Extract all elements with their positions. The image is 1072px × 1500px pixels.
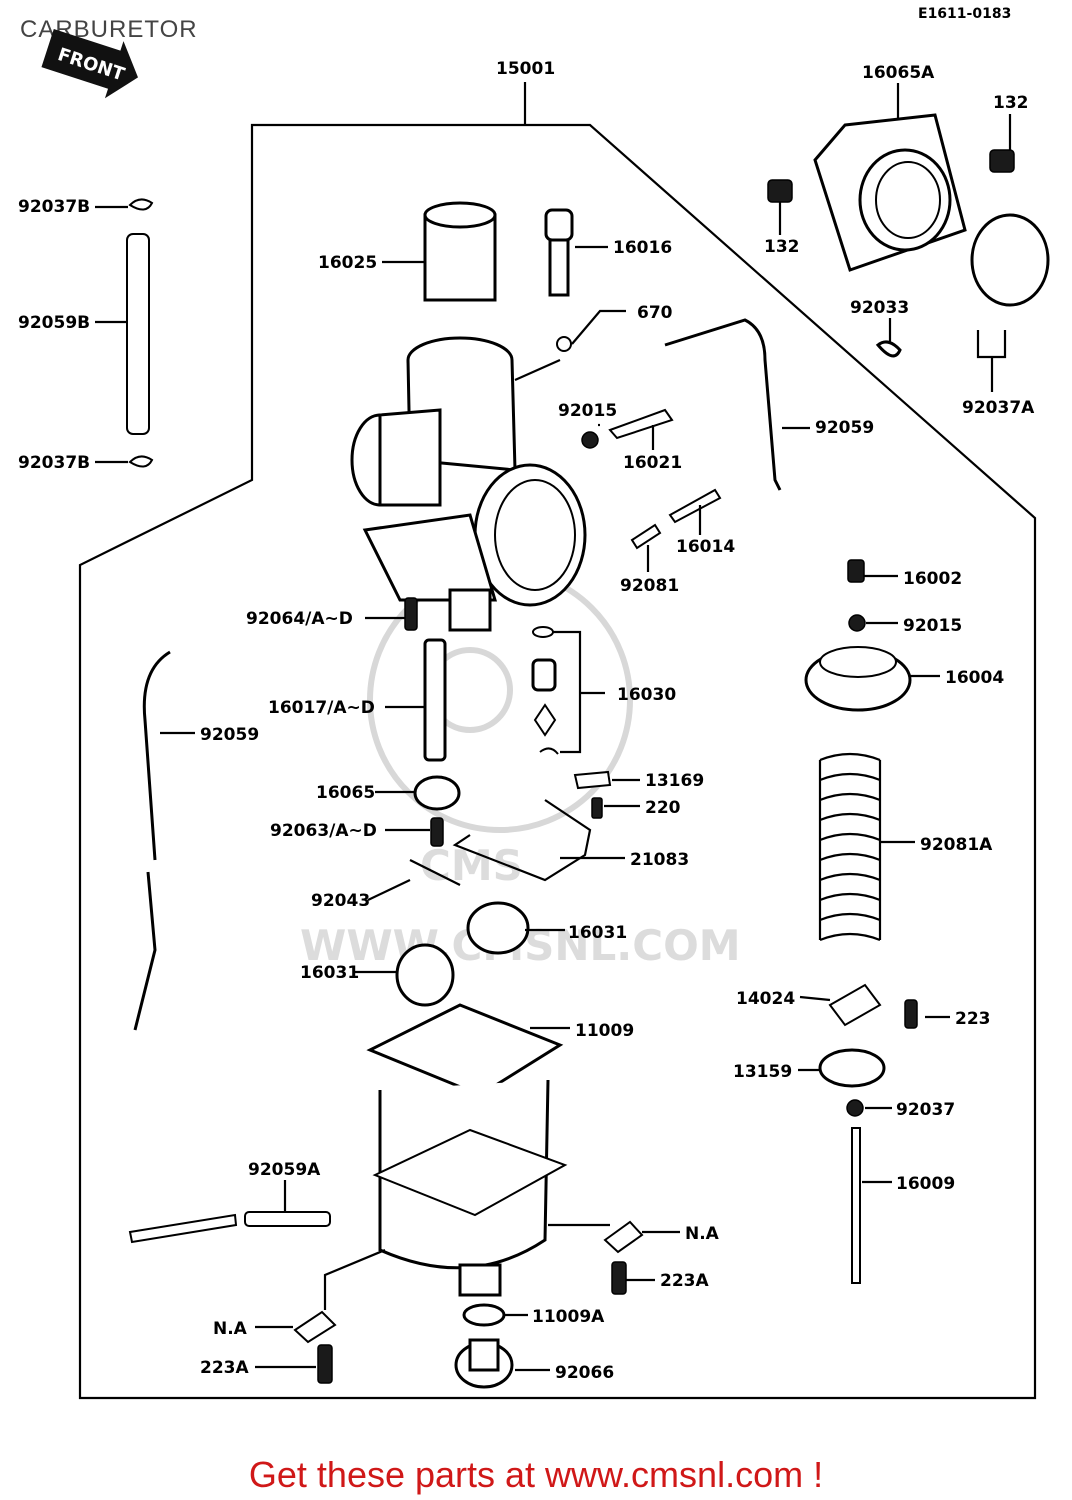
callout-92015-lower: 92015 xyxy=(903,616,962,636)
air-screw-16021 xyxy=(581,408,674,450)
callout-21083: 21083 xyxy=(630,850,689,870)
callout-223a-left: 223A xyxy=(200,1358,249,1378)
footer-suffix: ! xyxy=(803,1454,824,1495)
callout-16065: 16065 xyxy=(316,783,375,803)
callout-92059-lower: 92059 xyxy=(200,725,259,745)
callout-92037: 92037 xyxy=(896,1100,955,1120)
throttle-slide-16025 xyxy=(382,201,497,302)
callout-16065a: 16065A xyxy=(862,63,935,83)
hose-92059-lower xyxy=(133,650,195,1031)
clamp-92037a xyxy=(875,213,1050,392)
callout-16016: 16016 xyxy=(613,238,672,258)
callout-92081a: 92081A xyxy=(920,835,993,855)
float-arm-21083 xyxy=(452,770,640,882)
float-bowl-11009 xyxy=(366,1003,570,1297)
callout-92043: 92043 xyxy=(311,891,370,911)
float-valve-16030 xyxy=(531,626,605,755)
callout-92064: 92064/A~D xyxy=(246,609,353,629)
callout-92033: 92033 xyxy=(850,298,909,318)
drain-bracket-left xyxy=(255,1248,386,1384)
footer-prefix: Get these parts at xyxy=(248,1454,546,1495)
callout-92015-upper: 92015 xyxy=(558,401,617,421)
callout-92059a: 92059A xyxy=(248,1160,321,1180)
callout-16014: 16014 xyxy=(676,537,735,557)
callout-14024: 14024 xyxy=(736,989,795,1009)
callout-16030: 16030 xyxy=(617,685,676,705)
callout-16031-right: 16031 xyxy=(568,923,627,943)
callout-11009: 11009 xyxy=(575,1021,634,1041)
callout-220: 220 xyxy=(645,798,681,818)
top-cap-16004 xyxy=(804,559,940,712)
callout-92037b-top: 92037B xyxy=(18,197,90,217)
intake-flange-16065a xyxy=(767,83,1015,272)
callout-132-left: 132 xyxy=(764,237,800,257)
drawing-code: E1611-0183 xyxy=(918,6,1012,22)
callout-na-left: N.A xyxy=(213,1319,248,1339)
callout-223: 223 xyxy=(955,1009,991,1029)
drain-bracket-right xyxy=(548,1220,680,1295)
assembly-outline xyxy=(78,123,1037,1400)
callout-132-top: 132 xyxy=(993,93,1029,113)
callout-92063: 92063/A~D xyxy=(270,821,377,841)
callout-13159: 13159 xyxy=(733,1062,792,1082)
drain-plug-92066 xyxy=(454,1303,550,1389)
callout-223a-right: 223A xyxy=(660,1271,709,1291)
callout-11009a: 11009A xyxy=(532,1307,605,1327)
idle-screw-16014 xyxy=(630,488,722,572)
callout-92037a: 92037A xyxy=(962,398,1035,418)
front-badge: FRONT xyxy=(41,29,138,99)
callout-na-right: N.A xyxy=(685,1224,720,1244)
carburetor-body xyxy=(350,336,587,632)
callout-670: 670 xyxy=(637,303,673,323)
callout-16017: 16017/A~D xyxy=(268,698,375,718)
hose-92059-upper xyxy=(664,318,810,491)
callout-16009: 16009 xyxy=(896,1174,955,1194)
spring-92081a xyxy=(818,752,915,942)
callout-labels: 15001 16065A 132 132 92037B 92059B 92037… xyxy=(18,59,1035,1383)
hose-92059b xyxy=(95,198,154,468)
center-jet-parts xyxy=(355,597,565,1007)
needle-assembly xyxy=(798,983,950,1284)
hose-92059a xyxy=(128,1180,331,1244)
callout-92059b: 92059B xyxy=(18,313,90,333)
top-cap-16016 xyxy=(544,208,626,352)
page-title: CARBURETOR xyxy=(20,16,198,43)
callout-92066: 92066 xyxy=(555,1363,614,1383)
callout-15001: 15001 xyxy=(496,59,555,79)
callout-16031-left: 16031 xyxy=(300,963,359,983)
footer-link[interactable]: www.cmsnl.com xyxy=(545,1454,804,1495)
callout-92059-upper: 92059 xyxy=(815,418,874,438)
footer-cta: Get these parts at www.cmsnl.com ! xyxy=(0,1454,1072,1496)
callout-92081: 92081 xyxy=(620,576,679,596)
callout-16021: 16021 xyxy=(623,453,682,473)
callout-13169: 13169 xyxy=(645,771,704,791)
callout-16025: 16025 xyxy=(318,253,377,273)
callout-16002: 16002 xyxy=(903,569,962,589)
callout-16004: 16004 xyxy=(945,668,1004,688)
callout-92037b-bottom: 92037B xyxy=(18,453,90,473)
